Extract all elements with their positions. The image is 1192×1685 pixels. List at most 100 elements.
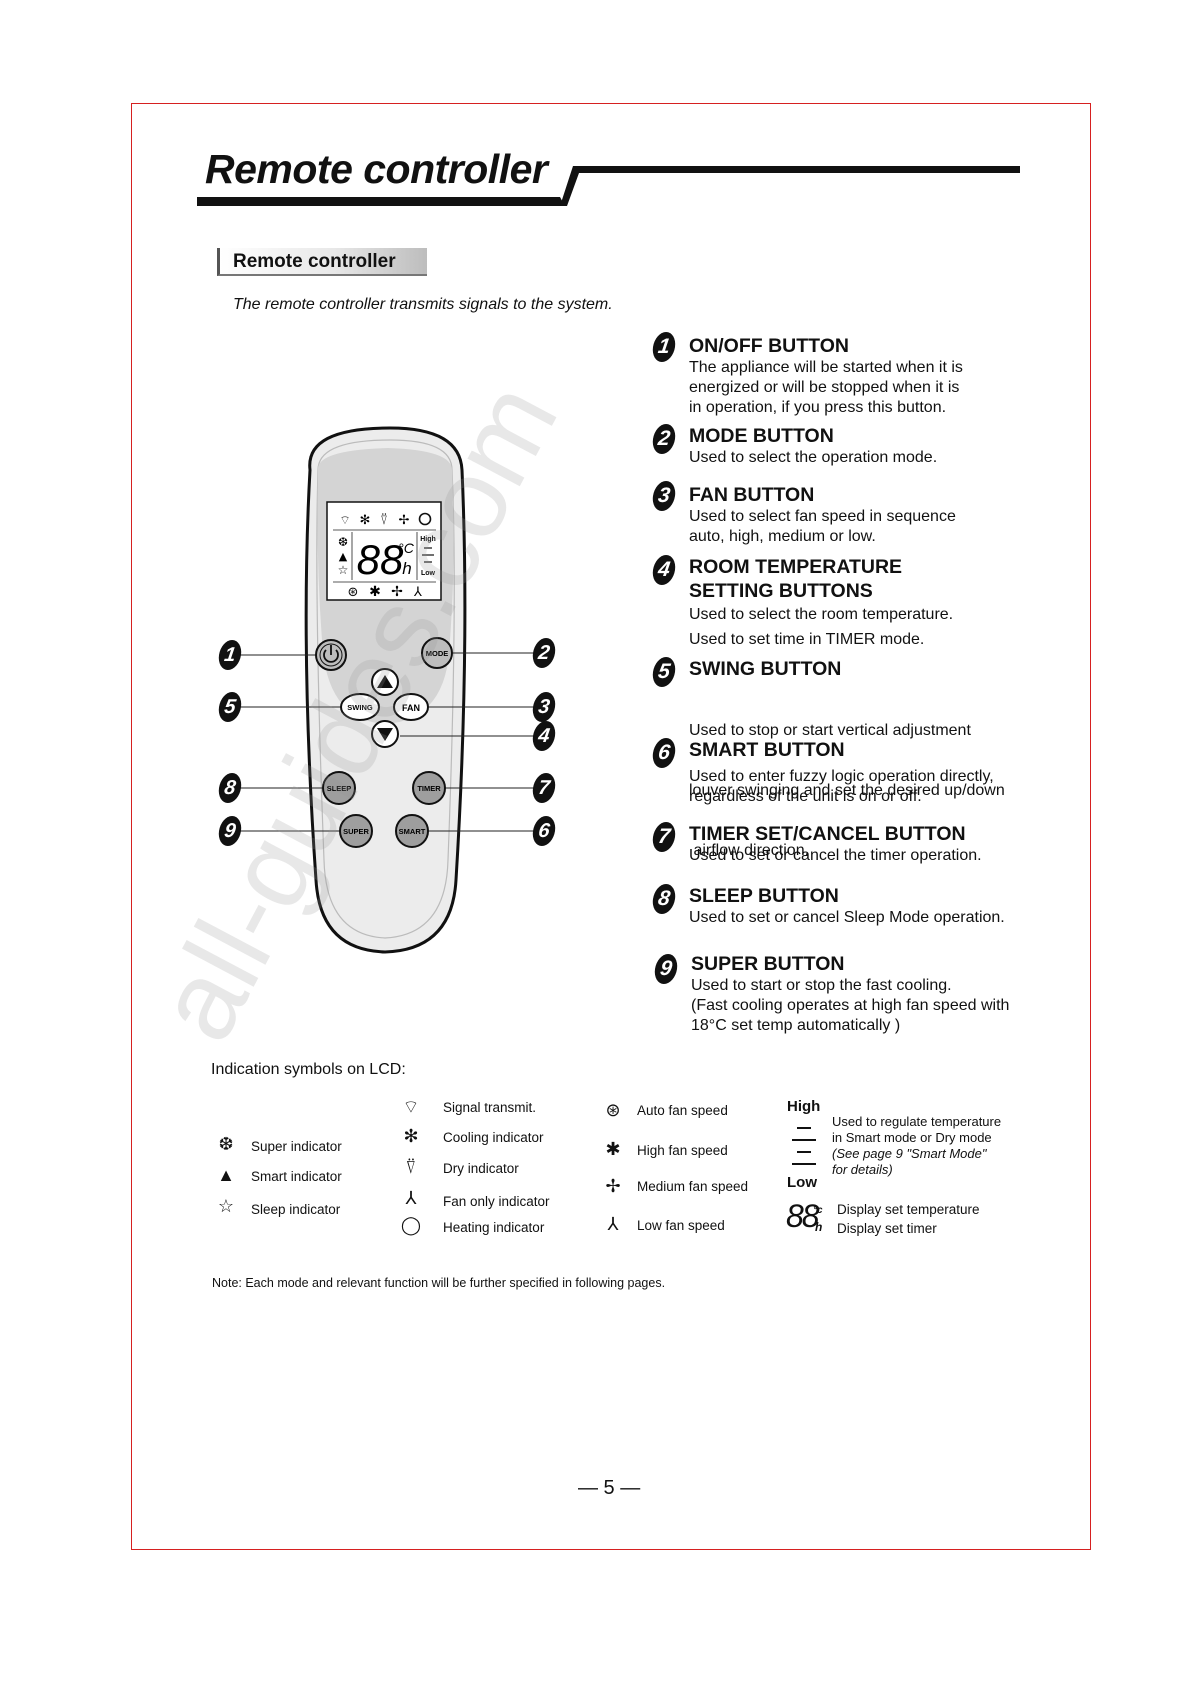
smart-button[interactable]: SMART <box>395 814 429 848</box>
feature-7-title: TIMER SET/CANCEL BUTTON <box>689 823 966 845</box>
swing-button-label: SWING <box>347 703 373 712</box>
legend-auto-fan-label: Auto fan speed <box>637 1103 728 1118</box>
remote-illustration: ⌔ ✻ ⍢ ✢ ❆ ▲ ☆ 88 °C h High Low ⊛ ✱ ✢ ⅄ M… <box>240 426 535 954</box>
down-arrow-button[interactable] <box>371 720 399 748</box>
sleep-button-label: SLEEP <box>327 784 352 793</box>
mode-button[interactable]: MODE <box>421 637 453 669</box>
lcd-digits: 88 <box>357 536 404 583</box>
fan-button-label: FAN <box>402 703 420 713</box>
feature-8-line: Used to set or cancel Sleep Mode operati… <box>689 909 1005 926</box>
legend-display-timer-label: Display set timer <box>837 1221 937 1236</box>
feature-9-line: (Fast cooling operates at high fan speed… <box>691 997 1010 1014</box>
feature-9-line: Used to start or stop the fast cooling. <box>691 977 952 994</box>
legend-regulate-line: Used to regulate temperature <box>832 1114 1002 1129</box>
feature-1-title: ON/OFF BUTTON <box>689 335 849 357</box>
super-button-label: SUPER <box>343 827 369 836</box>
svg-text:✻: ✻ <box>360 513 371 528</box>
legend-low-label: Low <box>787 1174 817 1191</box>
sleep-icon: ☆ <box>217 1196 235 1216</box>
medium-fan-icon: ✢ <box>605 1176 621 1196</box>
super-icon: ❆ <box>218 1134 234 1154</box>
svg-text:❆: ❆ <box>338 535 348 549</box>
feature-4-title: ROOM TEMPERATURE <box>689 556 903 578</box>
legend-display-temp-label: Display set temperature <box>837 1202 980 1217</box>
fan-button[interactable]: FAN <box>393 693 429 721</box>
feature-9-line: 18°C set temp automatically ) <box>691 1017 901 1034</box>
svg-text:⊛: ⊛ <box>348 585 359 600</box>
feature-5-line: airflow direction. <box>689 842 810 859</box>
lcd-unit-h: h <box>402 559 411 578</box>
feature-9-title: SUPER BUTTON <box>691 953 845 975</box>
legend-unit-c: °c <box>813 1205 823 1216</box>
legend-heating-label: Heating indicator <box>443 1220 545 1235</box>
legend-see-page-line: for details) <box>832 1162 893 1177</box>
heating-icon: ◯ <box>400 1215 422 1235</box>
svg-text:⍢: ⍢ <box>380 513 388 528</box>
feature-5-title: SWING BUTTON <box>689 658 842 680</box>
smart-button-label: SMART <box>399 827 426 836</box>
swing-button[interactable]: SWING <box>340 693 380 721</box>
legend-smart-label: Smart indicator <box>251 1169 342 1184</box>
fan-level-bars-icon <box>792 1127 816 1165</box>
lcd-unit-c: °C <box>398 540 415 556</box>
feature-6-line: Used to enter fuzzy logic operation dire… <box>689 768 994 785</box>
footnote: Note: Each mode and relevant function wi… <box>212 1276 666 1290</box>
page-frame <box>131 103 1091 1550</box>
svg-text:✢: ✢ <box>399 513 410 528</box>
feature-3-line: Used to select fan speed in sequence <box>689 508 956 525</box>
feature-5-line: Used to stop or start vertical adjustmen… <box>689 722 971 739</box>
feature-1-line: energized or will be stopped when it is <box>689 379 960 396</box>
feature-5-line: louver swinging and set the desired up/d… <box>689 782 1005 799</box>
legend-dry-label: Dry indicator <box>443 1161 519 1176</box>
legend-cooling-label: Cooling indicator <box>443 1130 544 1145</box>
legend-regulate-line: in Smart mode or Dry mode <box>832 1130 992 1145</box>
feature-3-title: FAN BUTTON <box>689 484 815 506</box>
section-tab: Remote controller <box>217 248 427 276</box>
timer-button[interactable]: TIMER <box>412 771 446 805</box>
legend-high-label: High <box>787 1098 821 1115</box>
super-button[interactable]: SUPER <box>339 814 373 848</box>
feature-4-title-2: SETTING BUTTONS <box>689 580 873 602</box>
page-title: Remote controller <box>205 146 548 192</box>
lcd-symbols-heading: Indication symbols on LCD: <box>211 1061 406 1078</box>
feature-8-title: SLEEP BUTTON <box>689 885 839 907</box>
sleep-button[interactable]: SLEEP <box>322 771 356 805</box>
feature-2-line: Used to select the operation mode. <box>689 449 938 466</box>
feature-7-line: Used to set or cancel the timer operatio… <box>689 847 982 864</box>
timer-button-label: TIMER <box>417 784 441 793</box>
smart-icon: ▲ <box>217 1165 235 1185</box>
signal-icon: ⌔ <box>402 1097 420 1117</box>
up-arrow-button[interactable] <box>371 668 399 696</box>
feature-1-line: The appliance will be started when it is <box>689 359 963 376</box>
legend-signal-label: Signal transmit. <box>443 1100 537 1115</box>
title-rule <box>197 166 1020 206</box>
dry-icon: ⍢ <box>405 1157 417 1177</box>
auto-fan-icon: ⊛ <box>605 1100 621 1120</box>
lcd-high: High <box>420 536 436 543</box>
feature-1-line: in operation, if you press this button. <box>689 399 947 416</box>
legend-fan-only-label: Fan only indicator <box>443 1194 550 1209</box>
mode-button-label: MODE <box>426 649 449 658</box>
on-off-button[interactable] <box>315 639 347 671</box>
low-fan-icon: ⅄ <box>607 1214 619 1234</box>
feature-3-line: auto, high, medium or low. <box>689 528 876 545</box>
svg-text:⌔: ⌔ <box>339 513 350 527</box>
svg-text:☆: ☆ <box>338 563 349 577</box>
page-number: — 5 — <box>578 1477 641 1499</box>
legend-medium-fan-label: Medium fan speed <box>637 1179 749 1194</box>
intro-text: The remote controller transmits signals … <box>233 296 613 313</box>
feature-4-line: Used to set time in TIMER mode. <box>689 631 925 648</box>
legend-super-label: Super indicator <box>251 1139 342 1154</box>
fan-only-icon: ⅄ <box>405 1188 417 1208</box>
legend-unit-h: h <box>815 1220 823 1234</box>
legend-high-fan-label: High fan speed <box>637 1143 728 1158</box>
feature-2-title: MODE BUTTON <box>689 425 834 447</box>
legend-digits: 88 <box>786 1198 820 1234</box>
feature-6-line: regardless of the unit is on or off. <box>689 788 922 805</box>
lcd-low: Low <box>421 570 436 577</box>
feature-4-line: Used to select the room temperature. <box>689 606 954 623</box>
legend-sleep-label: Sleep indicator <box>251 1202 341 1217</box>
svg-text:▲: ▲ <box>339 550 348 563</box>
feature-6-title: SMART BUTTON <box>689 739 845 761</box>
cooling-icon: ✻ <box>403 1126 419 1146</box>
